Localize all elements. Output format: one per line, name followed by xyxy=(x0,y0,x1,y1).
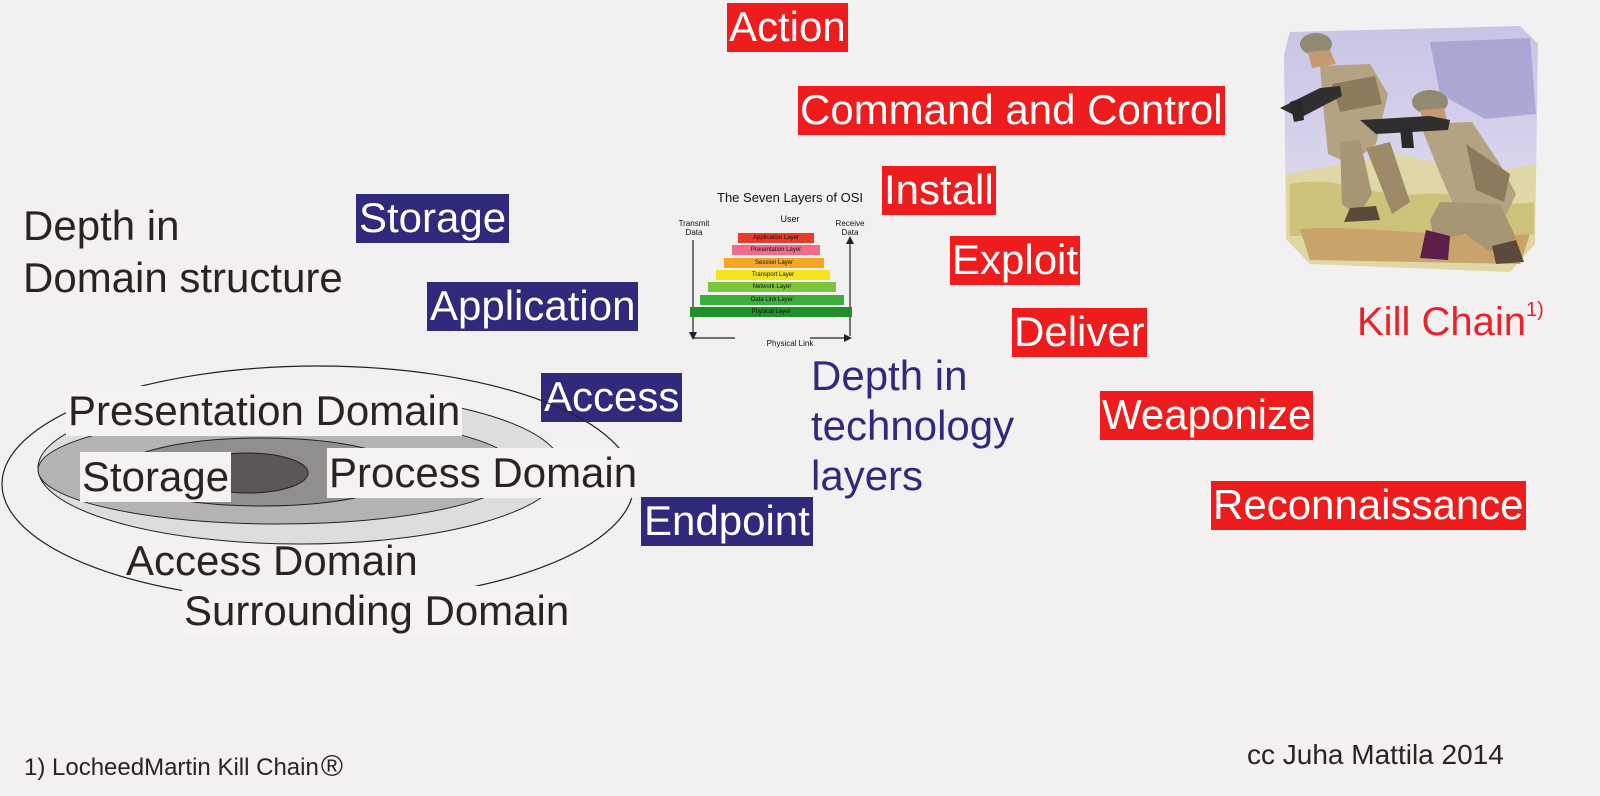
osi-receive-line2: Data xyxy=(841,228,859,237)
osi-diagram: The Seven Layers of OSI User Transmit Da… xyxy=(679,186,900,356)
osi-layer-application: Application Layer xyxy=(738,233,814,243)
osi-layer-transport: Transport Layer xyxy=(716,270,830,280)
surrounding-domain-label: Surrounding Domain xyxy=(182,586,572,637)
tech-layers-caption-line1: Depth in xyxy=(811,352,968,399)
presentation-domain-label: Presentation Domain xyxy=(66,386,463,437)
kill-chain-footnote-marker: 1) xyxy=(1525,299,1544,321)
access-domain-label: Access Domain xyxy=(126,537,418,584)
osi-layer-network: Network Layer xyxy=(708,282,836,292)
tech-layer-storage: Storage xyxy=(356,194,510,243)
tech-layers-caption: Depth in technology layers xyxy=(811,351,1014,501)
osi-layer-data-link: Data Link Layer xyxy=(700,295,844,305)
footnote-text: 1) LocheedMartin Kill Chain xyxy=(24,754,319,781)
kill-chain-install: Install xyxy=(882,166,996,215)
kill-chain-deliver: Deliver xyxy=(1012,308,1147,357)
osi-receive-label: Receive Data xyxy=(830,219,870,237)
osi-layer-presentation: Presentation Layer xyxy=(732,245,820,255)
process-domain-label: Process Domain xyxy=(327,448,640,499)
kill-chain-exploit: Exploit xyxy=(950,236,1081,285)
kill-chain-action: Action xyxy=(727,3,848,52)
registered-icon: ® xyxy=(320,750,343,783)
footnote: 1) LocheedMartin Kill Chain® xyxy=(24,748,343,784)
tech-layers-caption-line3: layers xyxy=(811,452,924,499)
domain-structure-caption-line2: Domain structure xyxy=(23,254,343,301)
osi-layer-physical: Physical Layer xyxy=(690,307,852,317)
kill-chain-title: Kill Chain1) xyxy=(1357,299,1544,344)
kill-chain-reconnaissance: Reconnaissance xyxy=(1211,481,1526,530)
tech-layer-application: Application xyxy=(427,282,639,331)
tech-layer-endpoint: Endpoint xyxy=(641,497,813,546)
osi-transmit-line1: Transmit xyxy=(678,219,710,228)
osi-physical-link-label: Physical Link xyxy=(766,339,814,348)
tech-layers-caption-line2: technology xyxy=(811,402,1015,449)
osi-transmit-label: Transmit Data xyxy=(674,219,714,237)
tech-layer-access: Access xyxy=(541,373,683,422)
osi-transmit-line2: Data xyxy=(685,228,703,237)
osi-receive-line1: Receive xyxy=(835,219,865,228)
domain-structure-caption-line1: Depth in xyxy=(23,202,180,249)
soldiers-illustration xyxy=(1280,26,1538,272)
kill-chain-title-text: Kill Chain xyxy=(1357,300,1526,344)
kill-chain-command-and-control: Command and Control xyxy=(798,86,1225,135)
osi-user-label: User xyxy=(780,214,800,224)
domain-structure-caption: Depth in Domain structure xyxy=(23,200,343,304)
osi-arrows xyxy=(689,236,854,342)
credit-text: cc Juha Mattila 2014 xyxy=(1247,739,1504,770)
osi-title: The Seven Layers of OSI xyxy=(717,190,863,205)
kill-chain-weaponize: Weaponize xyxy=(1100,391,1314,440)
storage-domain-label: Storage xyxy=(80,452,232,503)
osi-layer-session: Session Layer xyxy=(724,258,824,268)
